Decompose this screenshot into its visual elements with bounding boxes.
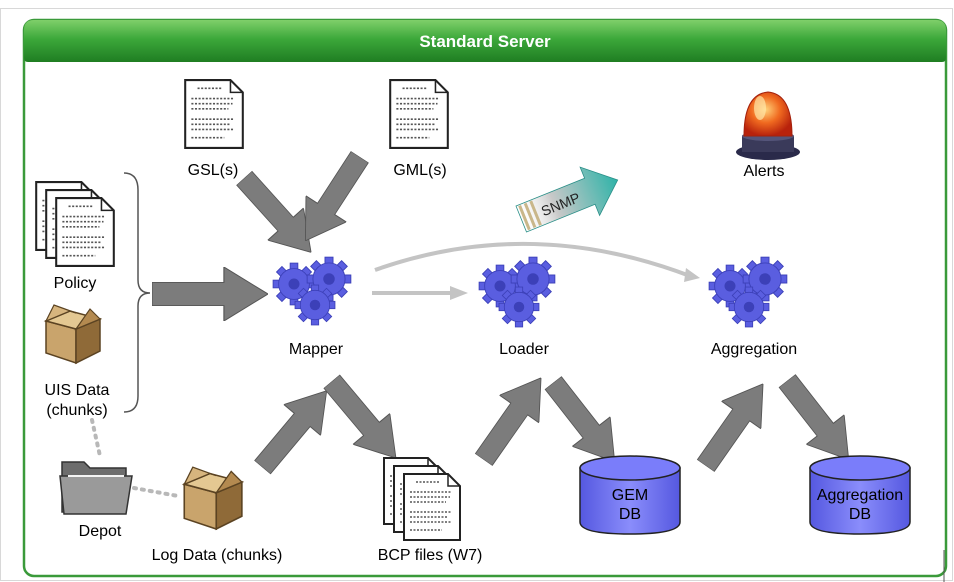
gem-db-label-line2: DB [619,506,641,523]
bcp-files-label: BCP files (W7) [378,547,483,564]
aggregation-db-label-line2: DB [849,506,871,523]
mapper-to-aggregation-line [374,241,691,278]
panel-header [24,20,946,62]
uis-data-label-line2: (chunks) [46,402,107,419]
loader: Loader [478,256,556,358]
uis-data-box-icon [45,304,101,364]
log-data-label: Log Data (chunks) [152,547,283,564]
gml-document-icon [389,79,449,149]
gear-icon [728,286,770,328]
alerts-label: Alerts [744,163,785,180]
alarm-light-icon [736,91,800,160]
aggregation: Aggregation [708,256,797,358]
database-icon [579,455,681,535]
gem-db-label-line1: GEM [612,487,648,504]
uis-data: UIS Data (chunks) [45,304,110,419]
aggregation-db: Aggregation DB [809,455,911,535]
gsl-document-icon [184,79,244,149]
bcp-files: BCP files (W7) [378,457,483,564]
folder-icon [59,461,133,515]
gem-db: GEM DB [579,455,681,535]
gml-label: GML(s) [393,162,446,179]
policy-documents: Policy [35,181,115,292]
depot-label: Depot [79,523,122,540]
gsl-label: GSL(s) [188,162,239,179]
database-icon [809,455,911,535]
log-data: Log Data (chunks) [152,466,283,564]
bcp-document-icon-3 [403,473,461,541]
flow-lines [372,241,700,300]
alerts: Alerts [736,91,800,180]
aggregation-label: Aggregation [711,341,797,358]
uis-data-label-line1: UIS Data [45,382,110,399]
log-data-box-icon [183,466,243,530]
depot: Depot [59,461,133,540]
input-bracket [123,172,151,413]
gsl-document: GSL(s) [184,79,244,179]
gear-icon [294,284,336,326]
panel-title: Standard Server [419,32,551,51]
policy-document-icon-3 [55,197,115,267]
gml-document: GML(s) [389,79,449,179]
depot-connectors [90,418,180,498]
policy-label: Policy [54,275,97,292]
mapper: Mapper [272,256,352,358]
aggregation-db-label-line1: Aggregation [817,487,903,504]
mapper-label: Mapper [289,341,344,358]
gear-icon [498,286,540,328]
loader-label: Loader [499,341,549,358]
